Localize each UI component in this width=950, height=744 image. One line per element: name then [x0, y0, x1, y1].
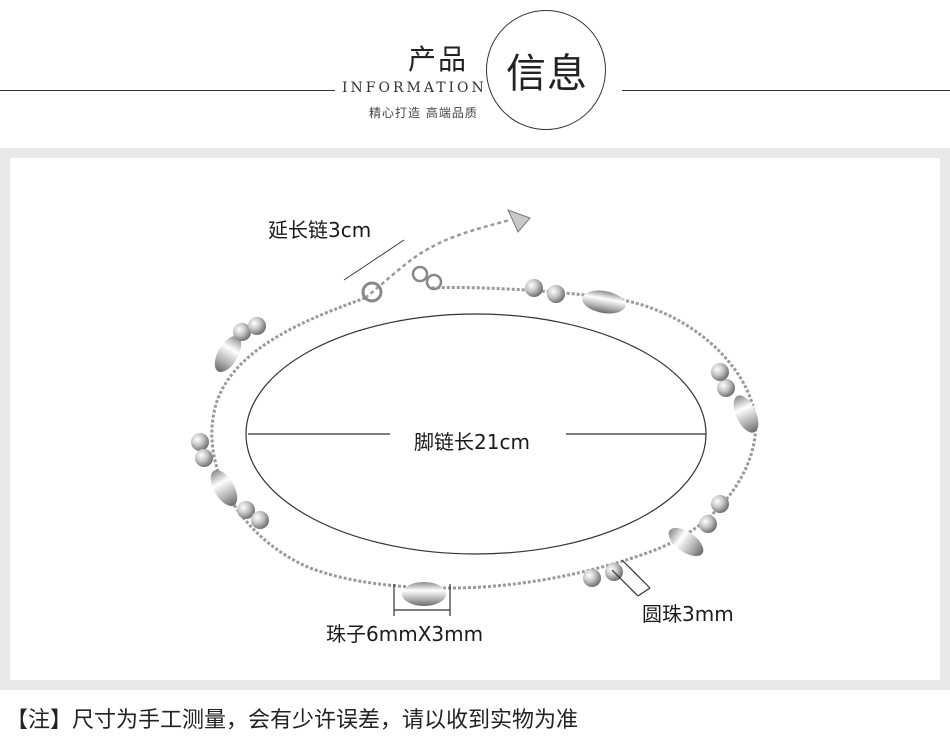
anklet-image [191, 209, 759, 616]
round-bead [248, 317, 266, 335]
round-bead [237, 501, 255, 519]
header-rule-right [622, 90, 950, 91]
tube-bead [582, 290, 626, 314]
round-bead [525, 279, 543, 297]
tube-bead [733, 395, 759, 433]
header-tagline: 精心打造 高端品质 [369, 106, 478, 120]
round-bead [191, 433, 209, 451]
tube-bead [668, 527, 704, 557]
round-bead [583, 569, 601, 587]
round-measure-2 [621, 559, 651, 589]
bead-size-label: 珠子6mmX3mm [326, 622, 484, 646]
round-bead [711, 495, 729, 513]
header-rule-left [0, 90, 335, 91]
tube-bead [210, 469, 238, 507]
product-frame: 延长链3cm 脚链长21cm 珠子6mmX3mm 圆珠3mm [0, 148, 950, 690]
anklet-length-label: 脚链长21cm [408, 426, 536, 455]
header-circle-badge: 信息 [486, 10, 606, 130]
round-bead [711, 363, 729, 381]
measurement-note: 【注】尺寸为手工测量，会有少许误差，请以收到实物为准 [0, 690, 950, 744]
round-bead [233, 323, 251, 341]
end-charm [507, 209, 531, 233]
tube-bead [214, 335, 242, 373]
header-subtitle: INFORMATION [342, 80, 487, 96]
header-circle-text: 信息 [506, 51, 588, 97]
round-bead [195, 449, 213, 467]
round-bead [547, 285, 565, 303]
extension-chain-label: 延长链3cm [268, 218, 372, 242]
tube-bead [402, 582, 446, 606]
note-text: 【注】尺寸为手工测量，会有少许误差，请以收到实物为准 [6, 708, 579, 733]
round-bead [699, 515, 717, 533]
header-title: 产品 [408, 43, 469, 76]
extension-ring-2 [425, 273, 443, 291]
anklet-chain [210, 286, 758, 590]
round-bead [251, 511, 269, 529]
round-measure-1 [611, 569, 639, 597]
product-panel: 延长链3cm 脚链长21cm 珠子6mmX3mm 圆珠3mm [10, 158, 940, 680]
round-measure-3 [637, 587, 651, 597]
info-header: 产品 INFORMATION 精心打造 高端品质 信息 [0, 0, 950, 150]
extension-pointer [343, 239, 405, 281]
clasp-ring [361, 281, 383, 303]
round-bead [717, 379, 735, 397]
extension-ring-1 [411, 265, 429, 283]
round-bead-size-label: 圆珠3mm [642, 602, 734, 626]
